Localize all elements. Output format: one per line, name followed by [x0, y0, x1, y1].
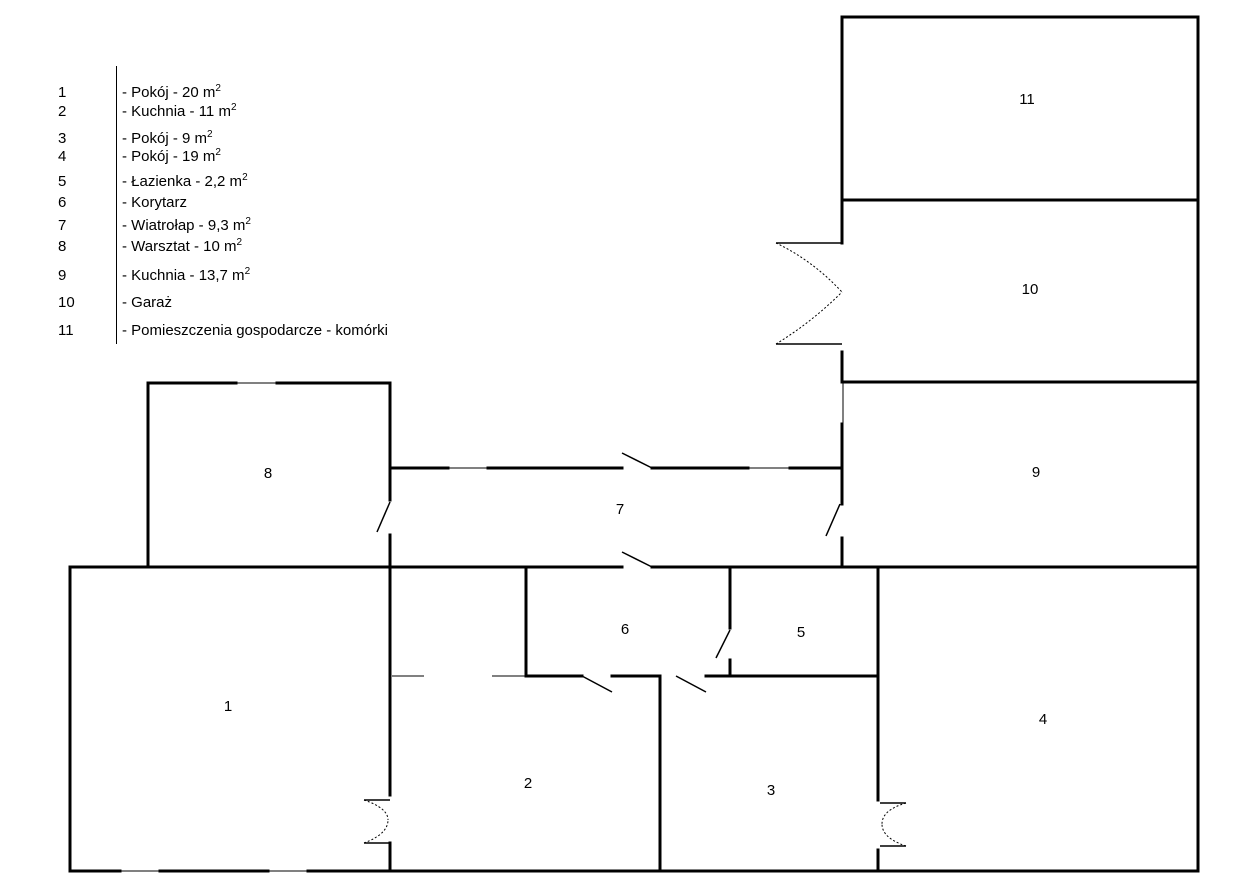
- room-label-11: 11: [1019, 91, 1035, 108]
- wall-room-10: [840, 198, 1200, 384]
- legend-number: 7: [58, 217, 67, 234]
- legend-divider: [116, 66, 117, 344]
- legend-label: - Kuchnia - 11 m2: [122, 102, 237, 121]
- room-label-1: 1: [224, 698, 232, 715]
- door-6-3: [675, 675, 707, 693]
- legend-number: 11: [58, 322, 74, 339]
- legend-number: 9: [58, 267, 67, 284]
- door-1-2-swing-top: [363, 799, 389, 821]
- room-label-8: 8: [264, 465, 272, 482]
- door-7-bottom: [621, 551, 653, 568]
- door-1-2-swing-bottom: [363, 819, 389, 844]
- legend-number: 8: [58, 238, 67, 255]
- legend-label: - Pokój - 20 m2: [122, 83, 221, 102]
- doors: [363, 242, 907, 847]
- legend-label: - Wiatrołap - 9,3 m2: [122, 216, 251, 235]
- legend-label: - Pokój - 19 m2: [122, 147, 221, 166]
- room-label-3: 3: [767, 782, 775, 799]
- wall-house-outer: [68, 565, 1200, 873]
- room-label-10: 10: [1022, 281, 1039, 298]
- legend-label: - Pokój - 9 m2: [122, 129, 213, 148]
- garage-door-swing-bottom: [775, 291, 843, 345]
- legend-label: - Garaż: [122, 294, 173, 311]
- room-labels: 11 10 9 8 7 6 5 4 3 2 1: [224, 91, 1047, 799]
- legend-label: - Pomieszczenia gospodarcze - komórki: [122, 322, 388, 339]
- door-7-9: [825, 503, 841, 537]
- legend-label: - Łazienka - 2,2 m2: [122, 172, 248, 191]
- legend-label: - Korytarz: [122, 194, 188, 211]
- door-7-top: [621, 452, 653, 469]
- wall-room-11: [840, 15, 1200, 202]
- legend-label: - Warsztat - 10 m2: [122, 237, 243, 256]
- legend: 1 - Pokój - 20 m2 2 - Kuchnia - 11 m2 3 …: [0, 0, 460, 360]
- room-label-9: 9: [1032, 464, 1040, 481]
- legend-label: - Kuchnia - 13,7 m2: [122, 266, 251, 285]
- legend-number: 6: [58, 194, 67, 211]
- legend-number: 2: [58, 103, 67, 120]
- legend-number: 4: [58, 148, 67, 165]
- room-label-2: 2: [524, 775, 532, 792]
- door-3-4-swing-bottom: [881, 823, 907, 847]
- door-6-2: [581, 675, 613, 693]
- legend-number: 1: [58, 84, 67, 101]
- door-8-7: [376, 501, 391, 533]
- wall-room-8: [146, 381, 392, 569]
- door-3-4-swing-top: [881, 802, 907, 825]
- wall-room-9: [840, 380, 1200, 569]
- thin-lines: [120, 382, 844, 872]
- room-label-5: 5: [797, 624, 805, 641]
- walls: [68, 15, 1200, 873]
- legend-number: 3: [58, 130, 67, 147]
- room-label-7: 7: [616, 501, 624, 518]
- garage-door-swing-top: [775, 242, 843, 293]
- room-label-6: 6: [621, 621, 629, 638]
- room-label-4: 4: [1039, 711, 1047, 728]
- legend-number: 10: [58, 294, 75, 311]
- door-6-5: [715, 629, 731, 659]
- wall-room-6: [524, 565, 880, 678]
- legend-number: 5: [58, 173, 67, 190]
